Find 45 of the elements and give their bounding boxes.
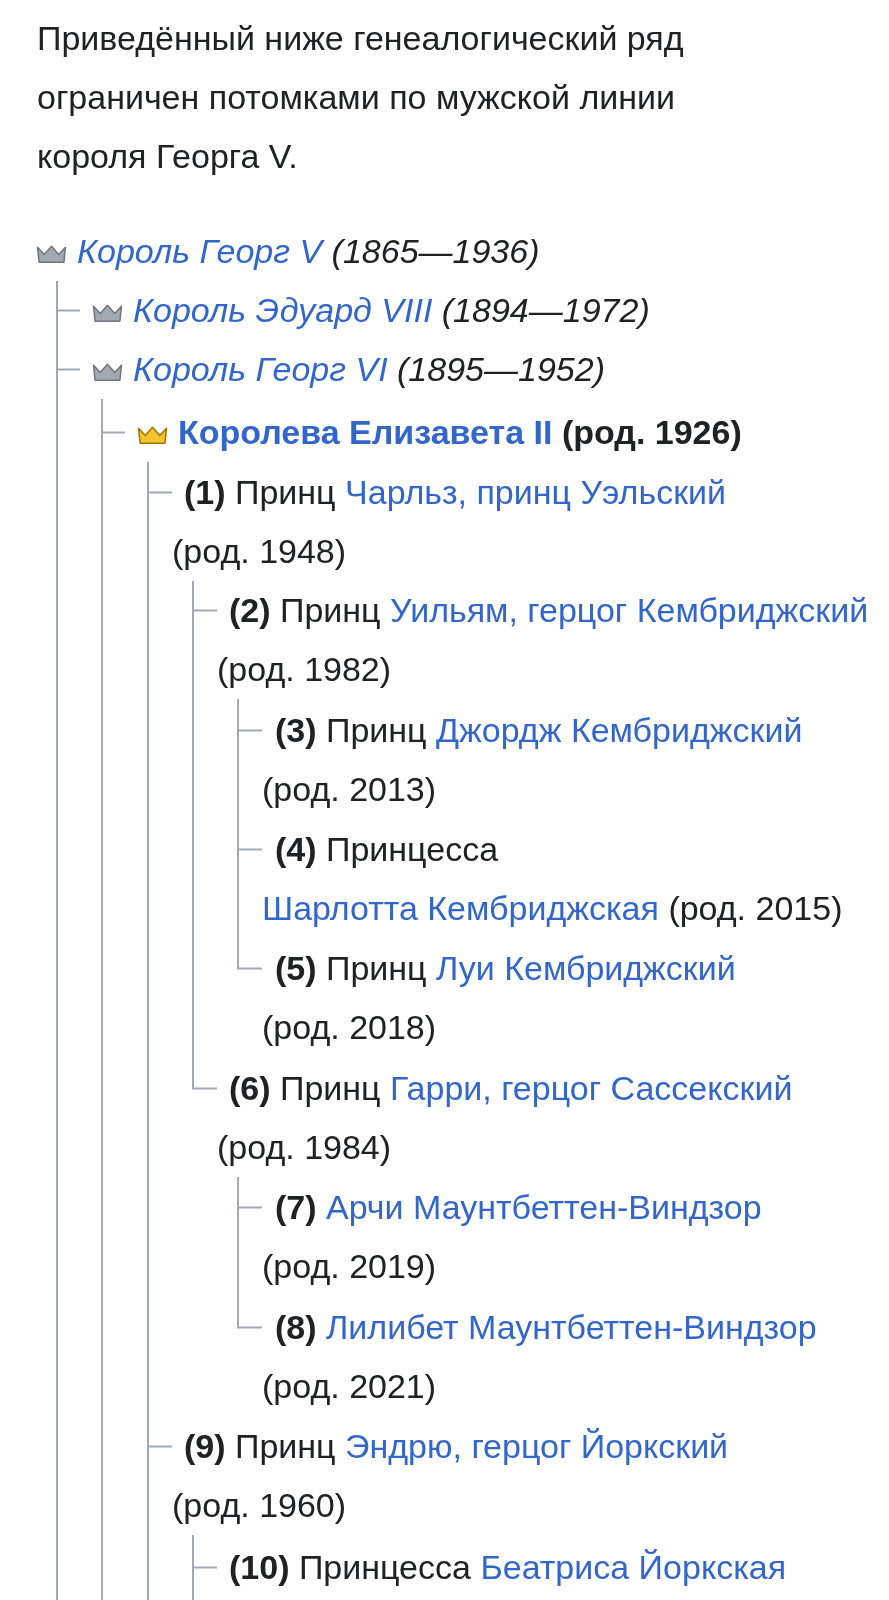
person-link: Лилибет Маунтбеттен-Виндзор	[326, 1308, 817, 1346]
tree-line	[192, 580, 218, 1090]
person-link: Шарлотта Кембриджская	[262, 889, 659, 927]
person-link: Эндрю, герцог Йоркский	[345, 1427, 729, 1465]
tree-line	[237, 1176, 263, 1329]
years-text: (род. 1926)	[561, 413, 742, 451]
years-text: (род. 1984)	[217, 1128, 392, 1166]
succession-label: (8)	[275, 1308, 317, 1346]
tree-line	[147, 461, 149, 1600]
succession-label: (2) Принц	[229, 591, 381, 629]
person-link: Король Эдуард VIII	[133, 291, 433, 329]
succession-label: (10) Принцесса	[229, 1548, 471, 1586]
person-link: Королева Елизавета II	[178, 413, 553, 451]
years-text: (род. 2018)	[262, 1008, 437, 1046]
tree-line	[56, 280, 58, 1600]
years-text: (1894—1972)	[441, 291, 650, 329]
tree-line	[101, 398, 103, 1600]
succession-label: (4) Принцесса	[275, 830, 499, 868]
person-link: Король Георг VI	[133, 350, 388, 388]
succession-label: (6) Принц	[229, 1069, 381, 1107]
person-link: Чарльз, принц Уэльский	[345, 473, 727, 511]
years-text: (1895—1952)	[397, 350, 605, 388]
years-text: (род. 1948)	[172, 532, 347, 570]
person-link: Король Георг V	[77, 232, 323, 270]
succession-label: (7)	[275, 1188, 317, 1226]
succession-label: (1) Принц	[184, 473, 336, 511]
years-text: (род. 1982)	[217, 650, 392, 688]
person-link: Уильям, герцог Кембриджский	[390, 591, 869, 629]
person-link: Джордж Кембриджский	[436, 711, 803, 749]
person-link: Арчи Маунтбеттен-Виндзор	[326, 1188, 762, 1226]
years-text: (род. 1960)	[172, 1486, 347, 1524]
years-text: (род. 2019)	[262, 1247, 437, 1285]
succession-label: (5) Принц	[275, 949, 427, 987]
years-text: (род. 2021)	[262, 1367, 437, 1405]
tree-line	[192, 1534, 194, 1600]
person-link: Луи Кембриджский	[436, 949, 736, 987]
succession-label: (9) Принц	[184, 1427, 336, 1465]
years-text: (род. 2013)	[262, 770, 437, 808]
succession-label: (3) Принц	[275, 711, 427, 749]
intro-paragraph: Приведённый ниже генеалогический ряд ограничен потомками по мужской линии короля Георга V.	[37, 18, 685, 177]
tree-line	[237, 698, 263, 970]
years-text: (1865—1936)	[331, 232, 540, 270]
person-link: Гарри, герцог Сассекский	[390, 1069, 793, 1107]
years-text: (род. 2015)	[668, 889, 843, 927]
person-link: Беатриса Йоркская	[480, 1548, 787, 1586]
